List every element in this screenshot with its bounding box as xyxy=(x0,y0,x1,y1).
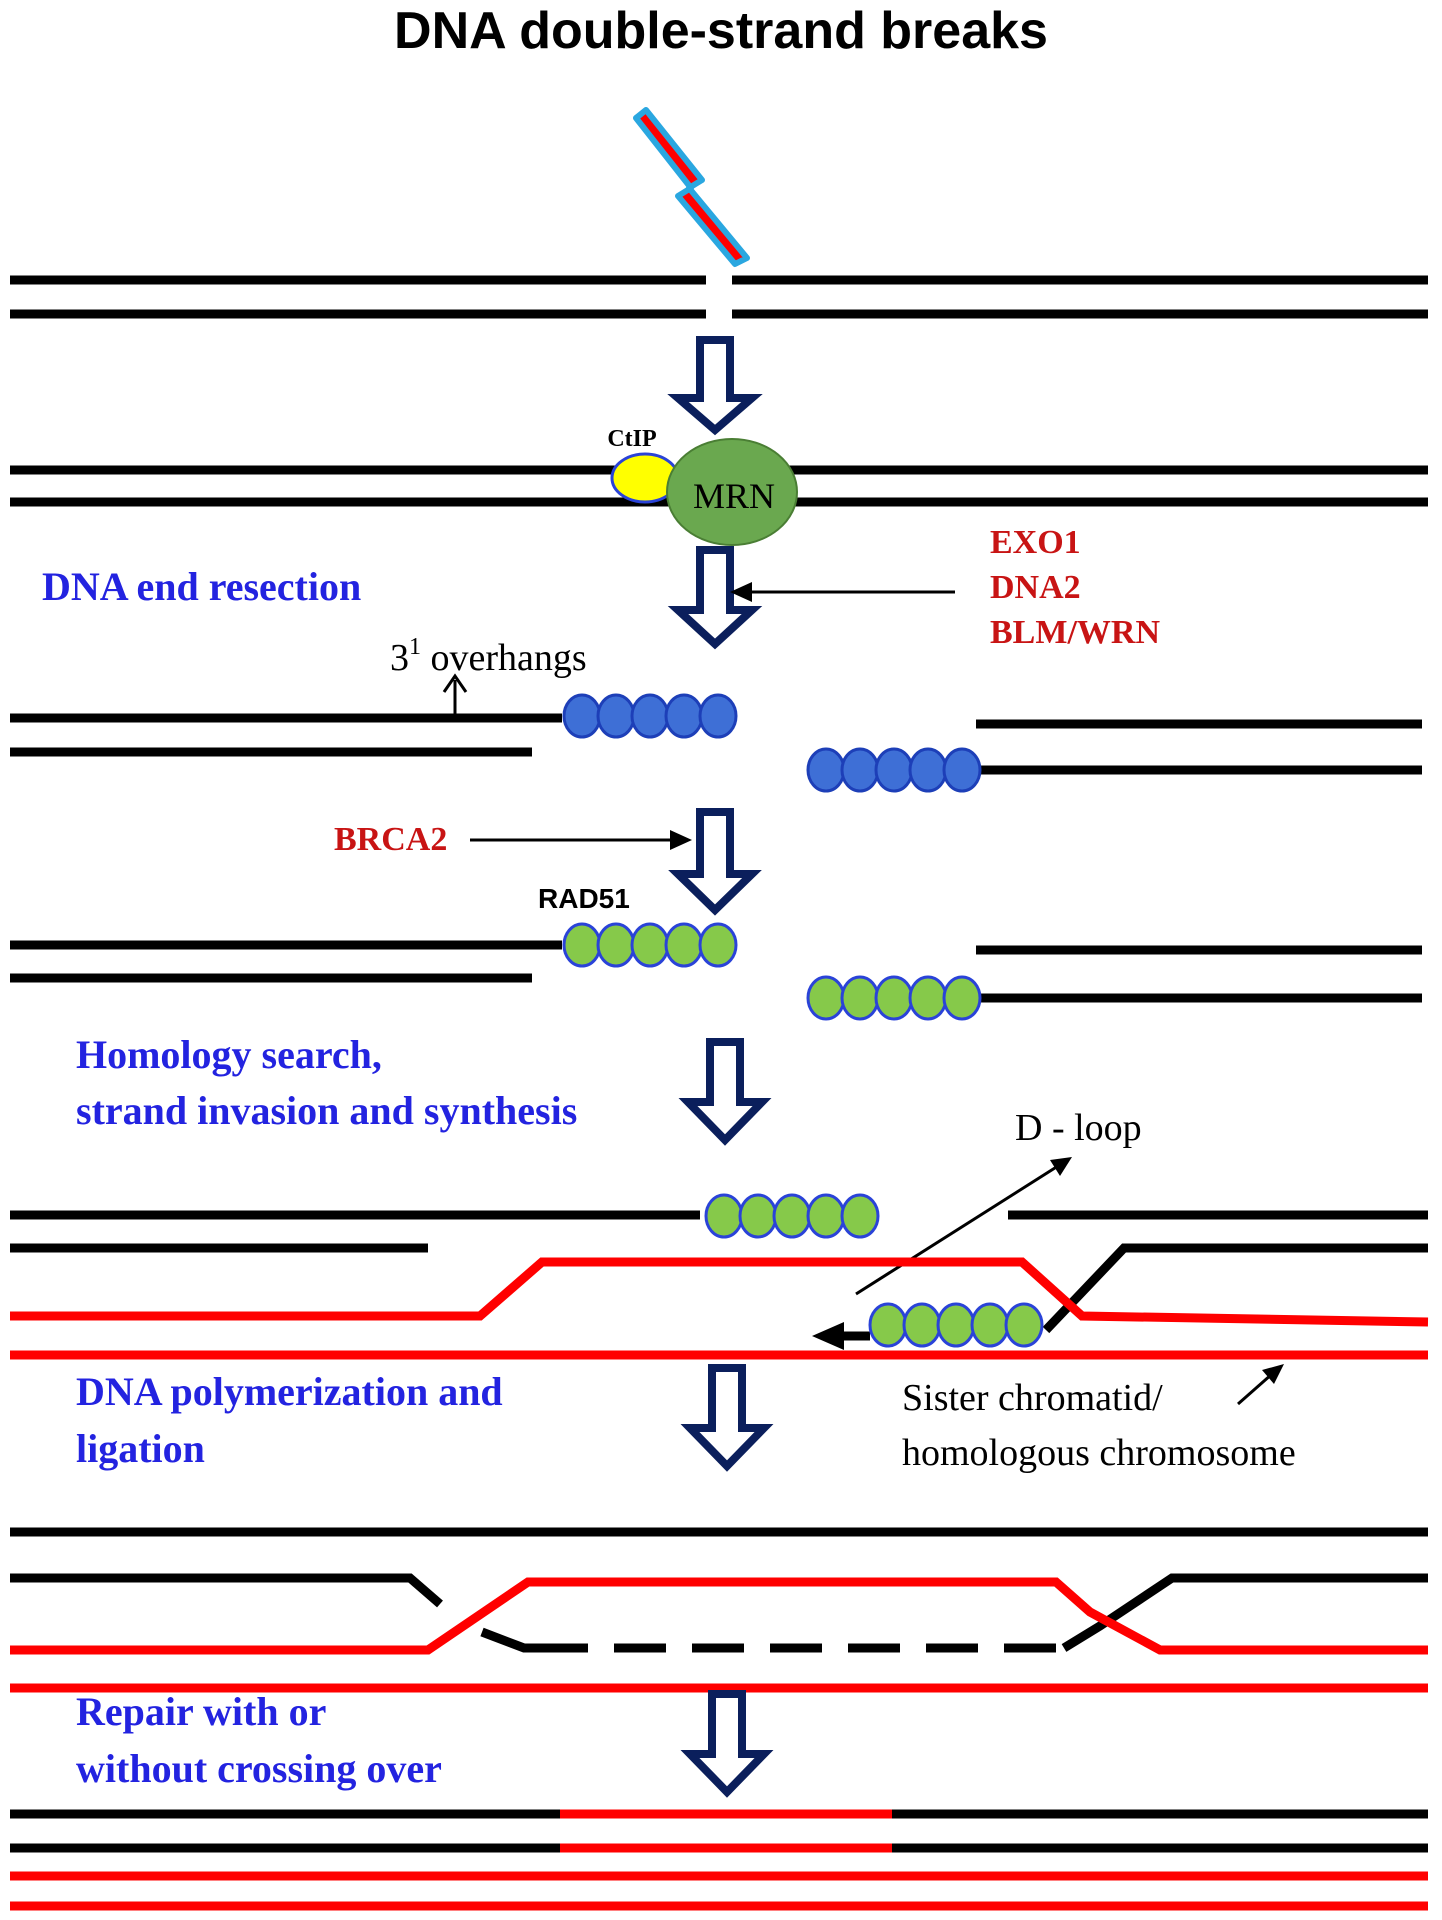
mrn-label: MRN xyxy=(693,476,775,516)
step-polymerization-line2: ligation xyxy=(76,1426,205,1471)
overhang-text: overhangs xyxy=(421,637,587,679)
rad51-filament-right xyxy=(806,975,982,1021)
brca2-pointer-arrow xyxy=(470,830,692,850)
rad51-label: RAD51 xyxy=(538,883,630,914)
mrn-bound-duplex xyxy=(10,465,1428,507)
svg-text:31 overhangs: 31 overhangs xyxy=(390,634,587,679)
step-homology-search-line2: strand invasion and synthesis xyxy=(76,1088,577,1133)
rad51-duplex xyxy=(10,940,1422,1003)
dna2-label: DNA2 xyxy=(990,569,1081,606)
overhang-superscript: 1 xyxy=(409,634,421,660)
holliday-junction-structure xyxy=(10,1527,1428,1693)
nuclease-pointer-arrow xyxy=(730,582,955,602)
blm-wrn-label: BLM/WRN xyxy=(990,614,1160,651)
sister-chromatid-label-line2: homologous chromosome xyxy=(902,1432,1296,1474)
overhang-three: 3 xyxy=(390,637,409,679)
brca2-label: BRCA2 xyxy=(334,821,447,858)
d-loop-pointer xyxy=(855,1157,1072,1296)
flow-arrow-4 xyxy=(678,1038,772,1146)
exo1-label: EXO1 xyxy=(990,524,1081,561)
flow-arrow-3 xyxy=(668,808,762,916)
d-loop-synthesis xyxy=(812,1302,1044,1350)
step-repair-line1: Repair with or xyxy=(76,1689,326,1734)
overhang-label: 31 overhangs xyxy=(390,634,587,679)
step-polymerization-line1: DNA polymerization and xyxy=(76,1369,503,1414)
sister-chromatid-pointer xyxy=(1237,1364,1284,1406)
step-repair-line2: without crossing over xyxy=(76,1746,442,1791)
resected-duplex xyxy=(10,713,1422,775)
ssdna-coating-right xyxy=(806,747,982,793)
flow-arrow-1 xyxy=(667,336,763,436)
overhang-pointer xyxy=(442,673,468,716)
ssdna-coating-left xyxy=(562,693,738,739)
flow-arrow-5 xyxy=(680,1364,774,1472)
invading-rad51-filament xyxy=(704,1193,880,1239)
nuclease-icon xyxy=(633,107,750,267)
step-end-resection: DNA end resection xyxy=(42,564,361,609)
step-homology-search-line1: Homology search, xyxy=(76,1032,382,1077)
mrn-complex xyxy=(666,438,798,546)
sister-chromatid-label-line1: Sister chromatid/ xyxy=(902,1377,1163,1419)
flow-arrow-2 xyxy=(667,546,763,650)
repaired-dna xyxy=(10,1809,1428,1911)
homologous-template xyxy=(10,1257,1429,1360)
rad51-filament-left xyxy=(562,922,738,968)
flow-arrow-6 xyxy=(680,1690,774,1798)
diagram-title: DNA double-strand breaks xyxy=(394,2,1048,60)
ctip-label: CtIP xyxy=(607,426,656,452)
d-loop-label: D - loop xyxy=(1015,1107,1142,1149)
broken-dna-duplex xyxy=(10,275,1428,319)
